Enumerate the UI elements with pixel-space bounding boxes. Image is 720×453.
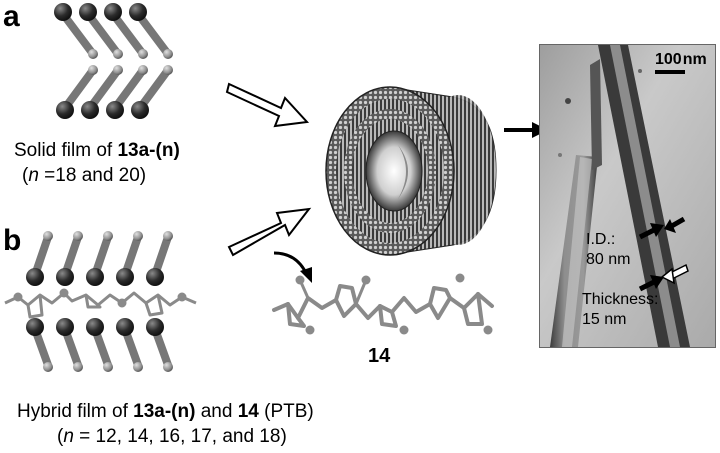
lower-layer-a: [56, 65, 173, 119]
thickness-label: Thickness:: [582, 291, 659, 308]
compound-13a-n: 13a-(n): [117, 140, 180, 161]
bilayer-molecules-a: [54, 3, 173, 119]
tem-measure-arrows: [638, 216, 689, 292]
id-label: I.D.:: [586, 231, 616, 248]
polymer-14-label: 14: [368, 345, 391, 367]
tem-image-content: [540, 45, 715, 347]
nanotube-illustration: [325, 86, 497, 256]
caption-b-values: = 12, 14, 16, 17, and 18): [73, 426, 287, 447]
caption-a-line1: Solid film of 13a-(n): [14, 139, 180, 163]
id-value: 80 nm: [586, 251, 631, 268]
open-arrow-b-icon: [227, 207, 312, 257]
thickness-value: 15 nm: [582, 311, 627, 328]
caption-a-values: =18 and 20): [38, 165, 147, 186]
panel-a-letter: a: [3, 0, 20, 33]
variable-n-b: n: [63, 426, 74, 447]
lower-layer-b: [26, 318, 173, 372]
upper-layer-b: [26, 231, 173, 286]
upper-layer-a: [54, 3, 173, 59]
caption-a-prefix: Solid film of: [14, 140, 118, 161]
scale-bar-label: 100nm: [655, 51, 707, 69]
hybrid-bilayer-b: [4, 231, 197, 372]
variable-n: n: [28, 165, 39, 186]
caption-a-line2: (n =18 and 20): [22, 165, 147, 186]
panel-b-letter: b: [3, 224, 22, 257]
scale-bar-unit: nm: [682, 51, 707, 68]
curved-arrow-icon: [273, 251, 312, 283]
tem-micrograph: 100nm I.D.: 80 nm Thickness: 15 nm: [539, 44, 716, 348]
caption-b-line1: Hybrid film of 13a-(n) and 14 (PTB): [17, 400, 314, 424]
caption-b-line2: (n = 12, 14, 16, 17, and 18): [57, 426, 287, 447]
arrow-id-left-icon: [638, 223, 664, 240]
open-arrow-a-icon: [225, 82, 310, 128]
polymer-14-structure: [272, 273, 494, 335]
scale-bar-value: 100: [655, 51, 682, 68]
compound-13a-n-b: 13a-(n): [133, 401, 196, 422]
arrow-thickness-right-icon: [660, 263, 689, 285]
caption-b-ptb: (PTB): [258, 401, 314, 422]
polymer-chain-b: [4, 288, 197, 319]
arrow-thickness-left-icon: [638, 275, 664, 292]
caption-b-and: and: [195, 401, 238, 422]
arrow-id-right-icon: [664, 216, 686, 233]
compound-14: 14: [237, 401, 259, 422]
caption-b-prefix: Hybrid film of: [17, 401, 134, 422]
scale-bar-line: [655, 70, 685, 74]
